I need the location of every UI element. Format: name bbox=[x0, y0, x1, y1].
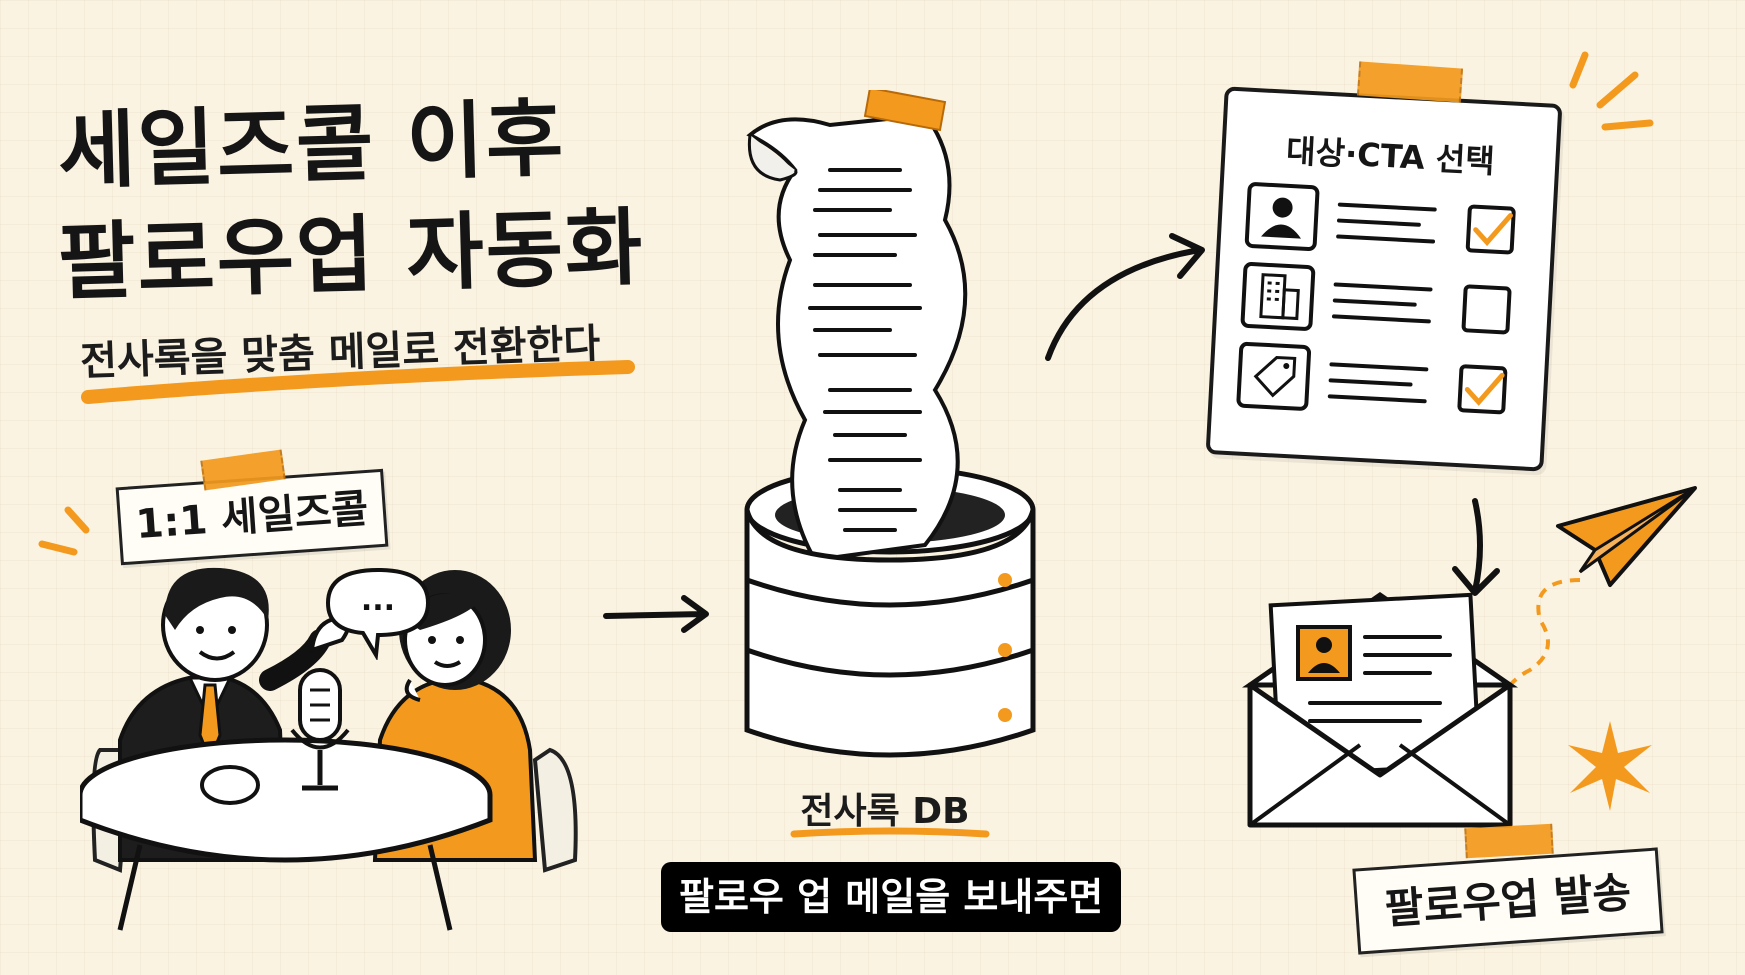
tape-send-label bbox=[1464, 823, 1554, 859]
check-mark-icon bbox=[1473, 213, 1513, 247]
title-line-2: 팔로우업 자동화 bbox=[56, 198, 646, 312]
checklist-row bbox=[1244, 182, 1516, 255]
database-label-underline bbox=[790, 827, 990, 838]
speech-bubble-text: ... bbox=[361, 583, 395, 618]
arrow-call-to-db bbox=[603, 595, 709, 633]
subtitle-underline bbox=[81, 360, 635, 404]
starburst-icon bbox=[1568, 721, 1652, 811]
tag-icon bbox=[1253, 355, 1297, 398]
tape-transcript bbox=[863, 90, 947, 132]
checklist-row bbox=[1236, 341, 1508, 415]
transcript-db-illustration bbox=[744, 90, 1036, 758]
checkbox[interactable] bbox=[1457, 364, 1508, 415]
transcript-paper bbox=[746, 112, 968, 563]
checkbox[interactable] bbox=[1461, 284, 1512, 335]
database-icon bbox=[744, 509, 1036, 758]
check-mark-icon bbox=[1464, 372, 1505, 406]
selection-card-title: 대상·CTA 선택 bbox=[1285, 131, 1496, 181]
burst-lines-icon bbox=[38, 506, 90, 556]
envelope-icon bbox=[1241, 591, 1519, 828]
burst-lines-icon bbox=[1569, 51, 1654, 131]
arrow-selection-to-send bbox=[1452, 498, 1500, 596]
send-label-text: 팔로우업 발송 bbox=[1383, 867, 1633, 934]
tape-selection-card bbox=[1356, 61, 1464, 103]
checkbox[interactable] bbox=[1465, 204, 1516, 255]
selection-card: 대상·CTA 선택 bbox=[1205, 86, 1563, 472]
microphone-icon bbox=[290, 668, 350, 791]
paper-plane-icon bbox=[1500, 486, 1697, 701]
arrow-db-to-selection bbox=[1045, 233, 1205, 361]
building-icon bbox=[1259, 273, 1300, 321]
send-label: 팔로우업 발송 bbox=[1352, 847, 1664, 955]
checklist-row bbox=[1240, 262, 1512, 335]
person-icon bbox=[1261, 197, 1302, 239]
video-caption: 팔로우 업 메일을 보내주면 bbox=[661, 862, 1122, 932]
selection-checklist bbox=[1236, 182, 1516, 415]
sales-call-label-text: 1:1 세일즈콜 bbox=[134, 485, 370, 549]
database-label: 전사록 DB bbox=[800, 791, 970, 832]
speech-bubble: ... bbox=[325, 567, 431, 660]
